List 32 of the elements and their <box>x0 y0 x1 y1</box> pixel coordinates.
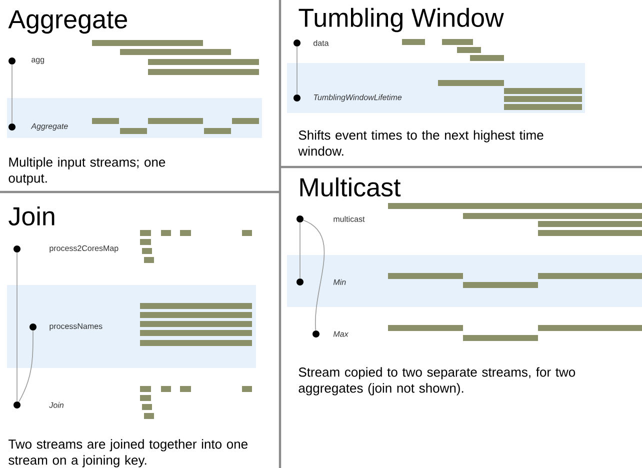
stream-name: TumblingWindowLifetime <box>314 94 402 102</box>
connector-line <box>303 220 325 331</box>
description: Multiple input streams; one output. <box>8 157 166 186</box>
stream-name: processNames <box>50 323 102 331</box>
stream-dot <box>294 40 300 46</box>
stream-name: Aggregate <box>30 123 68 131</box>
stream-name: multicast <box>334 216 365 222</box>
stream-name: process2CoresMap <box>50 245 118 253</box>
panel-title: Tumbling Window <box>298 8 504 32</box>
stream-name: agg <box>32 58 44 64</box>
stream-dot <box>294 94 300 102</box>
connector-line <box>296 46 298 95</box>
stream-dot <box>14 246 20 252</box>
stream-dot <box>296 216 304 222</box>
description: Two streams are joined together into one stream on a joining key. <box>8 439 248 468</box>
stream-dot <box>296 278 304 286</box>
stream-dot <box>8 58 16 64</box>
stream-dot <box>8 124 16 130</box>
connector-line <box>16 252 18 402</box>
description: Shifts event times to the next highest time window. <box>298 130 544 156</box>
stream-dot <box>30 324 36 330</box>
panel-title: Multicast <box>300 177 401 197</box>
description: Stream copied to two separate streams, for two aggregates (join not shown). <box>298 367 576 396</box>
connector-line <box>18 330 34 402</box>
stream-dot <box>312 330 320 338</box>
stream-name: Max <box>333 331 349 337</box>
stream-name: data <box>314 40 329 46</box>
stream-dot <box>14 402 20 408</box>
panel-title: Join <box>8 206 54 226</box>
stream-name: Join <box>49 402 64 408</box>
panel-title: Aggregate <box>8 10 128 34</box>
stream-name: Min <box>333 279 346 285</box>
